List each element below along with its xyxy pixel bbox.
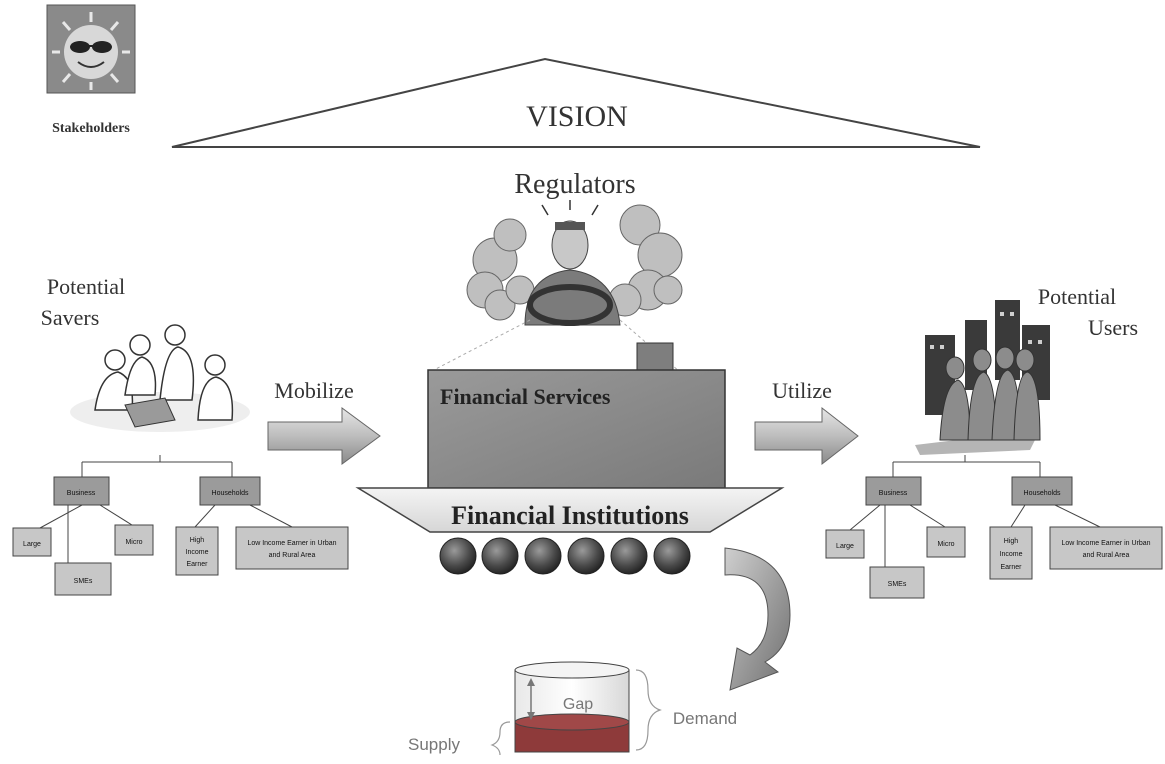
wheel: [610, 537, 648, 575]
wheel: [524, 537, 562, 575]
savers-smes-node: [54, 562, 112, 596]
curved-down-arrow: [724, 547, 791, 691]
regulators-label: Regulators: [514, 169, 635, 200]
savers-low-income-line1: Low Income Earner in Urban: [247, 540, 336, 547]
users-micro-node: [926, 526, 966, 558]
mobilize-arrow: [267, 407, 381, 465]
demand-label: Demand: [673, 709, 737, 728]
savers-label-line1: Potential: [47, 274, 125, 299]
chimney-shape: [636, 342, 674, 372]
financial-institutions-base: [355, 487, 785, 533]
financial-institutions-label: Financial Institutions: [451, 501, 689, 530]
savers-business-label: Business: [67, 490, 96, 497]
savers-large-label: Large: [23, 541, 41, 548]
demand-brace: [635, 669, 662, 751]
users-high-income-line2: Income: [1000, 551, 1023, 558]
users-households-label: Households: [1024, 490, 1061, 497]
savers-low-income-node: [235, 526, 349, 570]
users-high-income-line1: High: [1004, 538, 1019, 545]
vision-triangle: [171, 57, 981, 148]
wheel: [567, 537, 605, 575]
savers-people-icon: [70, 324, 250, 432]
savers-high-income-line3: Earner: [186, 561, 208, 568]
users-high-income-node: [989, 526, 1033, 580]
regulator-driver-icon: [466, 200, 683, 326]
wheel: [481, 537, 519, 575]
users-business-people-icon: [915, 300, 1050, 455]
savers-households-label: Households: [212, 490, 249, 497]
users-label-line2: Users: [1088, 315, 1138, 340]
savers-business-node: [53, 476, 110, 506]
savers-label-line2: Savers: [41, 305, 100, 330]
savers-tree-nodes: Business Households Large SMEs Micro Hig…: [12, 476, 349, 596]
users-households-node: [1011, 476, 1073, 506]
savers-high-income-line2: Income: [186, 549, 209, 556]
utilize-arrow: [754, 406, 859, 466]
savers-households-node: [199, 476, 261, 506]
utilize-label: Utilize: [772, 378, 832, 403]
mobilize-label: Mobilize: [274, 378, 353, 403]
users-business-node: [865, 476, 922, 506]
guide-line-left: [429, 319, 531, 373]
savers-large-node: [12, 527, 52, 557]
users-tree-nodes: Business Households Large SMEs Micro Hig…: [825, 476, 1163, 599]
users-large-label: Large: [836, 543, 854, 550]
wheel: [439, 537, 477, 575]
users-tree: [849, 455, 1101, 567]
wheels-group: [439, 537, 691, 575]
sun-stakeholders-icon: [46, 4, 136, 94]
savers-smes-label: SMEs: [74, 578, 93, 585]
supply-brace: [490, 721, 511, 756]
financial-services-label: Financial Services: [440, 384, 611, 409]
users-large-node: [825, 529, 865, 559]
vision-label: VISION: [526, 100, 628, 133]
users-business-label: Business: [879, 490, 908, 497]
stakeholders-label: Stakeholders: [52, 121, 130, 136]
savers-low-income-line2: and Rural Area: [269, 552, 316, 559]
users-smes-node: [869, 566, 925, 599]
users-smes-label: SMEs: [888, 581, 907, 588]
savers-micro-node: [114, 524, 154, 556]
users-micro-label: Micro: [937, 541, 954, 548]
financial-services-box: [427, 369, 726, 489]
savers-micro-label: Micro: [125, 539, 142, 546]
wheel: [653, 537, 691, 575]
savers-high-income-line1: High: [190, 537, 205, 544]
users-label-line1: Potential: [1038, 284, 1116, 309]
savers-tree: [39, 455, 293, 563]
users-low-income-node: [1049, 526, 1163, 570]
supply-demand-cylinder: [514, 661, 630, 753]
users-high-income-line3: Earner: [1000, 564, 1022, 571]
gap-label: Gap: [563, 696, 593, 713]
users-low-income-line1: Low Income Earner in Urban: [1061, 540, 1150, 547]
savers-high-income-node: [175, 526, 219, 576]
supply-label: Supply: [408, 735, 460, 754]
users-low-income-line2: and Rural Area: [1083, 552, 1130, 559]
